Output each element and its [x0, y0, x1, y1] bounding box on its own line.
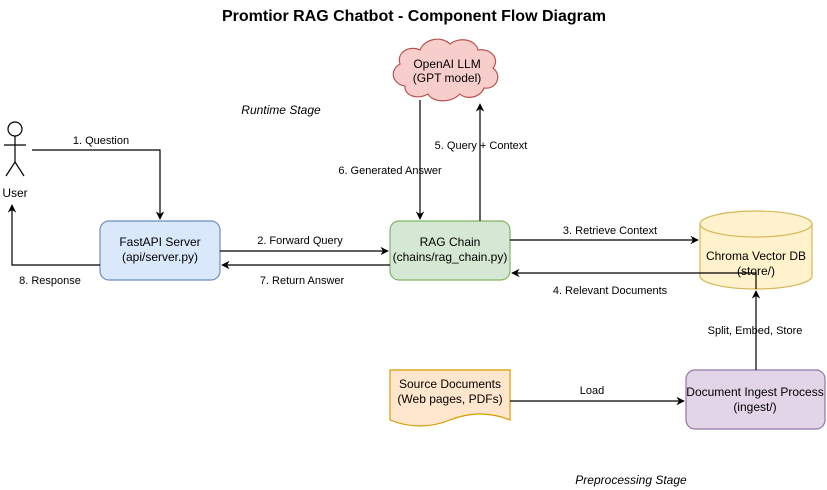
chroma-title: Chroma Vector DB: [706, 249, 806, 263]
chroma-cylinder-top: [699, 210, 813, 238]
edge-response: 8. Response: [7, 204, 100, 287]
chroma-subtitle: (store/): [737, 264, 775, 278]
edge-split-embed-store: Split, Embed, Store: [708, 290, 803, 370]
edge-return-answer: 7. Return Answer: [221, 260, 390, 287]
edge-forward-query: 2. Forward Query: [220, 235, 389, 256]
source-documents-title: Source Documents: [399, 377, 501, 391]
openai-llm-cloud: [392, 38, 499, 102]
edge-relevant-documents-label: 4. Relevant Documents: [553, 285, 668, 297]
rag-chain-subtitle: (chains/rag_chain.py): [393, 250, 508, 264]
runtime-stage-label: Runtime Stage: [241, 103, 321, 117]
preprocessing-stage-label: Preprocessing Stage: [575, 473, 687, 487]
diagram-title: Promtior RAG Chatbot - Component Flow Di…: [222, 8, 606, 25]
edge-generated-answer: 6. Generated Answer: [338, 100, 442, 220]
edge-retrieve-context-label: 3. Retrieve Context: [563, 225, 657, 237]
fastapi-server-node: FastAPI Server (api/server.py): [99, 220, 221, 281]
openai-llm-title: OpenAI LLM: [413, 57, 480, 71]
edge-forward-query-label: 2. Forward Query: [257, 235, 343, 247]
edge-return-answer-label: 7. Return Answer: [260, 275, 345, 287]
edge-response-label: 8. Response: [19, 275, 81, 287]
edge-load-label: Load: [580, 385, 604, 397]
edge-query-context: 5. Query + Context: [435, 103, 528, 221]
edge-generated-answer-label: 6. Generated Answer: [338, 165, 442, 177]
source-documents-subtitle: (Web pages, PDFs): [397, 392, 502, 406]
rag-chain-box: [389, 220, 511, 281]
document-ingest-node: Document Ingest Process (ingest/): [685, 369, 826, 430]
edge-query-context-label: 5. Query + Context: [435, 140, 528, 152]
openai-llm-node: OpenAI LLM (GPT model): [392, 38, 499, 102]
source-documents-node: Source Documents (Web pages, PDFs): [389, 369, 511, 427]
edge-retrieve-context: 3. Retrieve Context: [510, 225, 699, 245]
edge-load: Load: [510, 385, 685, 406]
openai-llm-subtitle: (GPT model): [413, 71, 481, 85]
edge-question: 1. Question: [32, 135, 165, 220]
edge-question-label: 1. Question: [73, 135, 129, 147]
document-ingest-title: Document Ingest Process: [686, 385, 823, 399]
rag-chain-title: RAG Chain: [420, 235, 481, 249]
edge-relevant-documents: 4. Relevant Documents: [511, 268, 757, 297]
document-ingest-subtitle: (ingest/): [733, 400, 776, 414]
edge-split-embed-store-label: Split, Embed, Store: [708, 325, 803, 337]
user-actor-icon: [4, 121, 26, 177]
source-documents-shape: [389, 369, 511, 427]
rag-chain-node: RAG Chain (chains/rag_chain.py): [389, 220, 511, 281]
user-label: User: [2, 186, 27, 200]
fastapi-server-title: FastAPI Server: [119, 235, 200, 249]
fastapi-server-subtitle: (api/server.py): [122, 250, 198, 264]
